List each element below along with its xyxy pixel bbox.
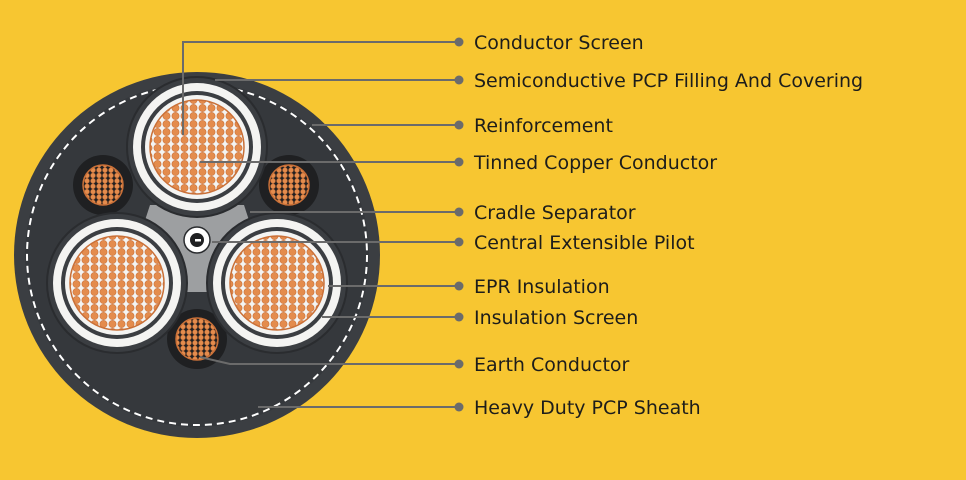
label-conductor-screen: Conductor Screen [474,32,644,54]
leader-dot-cradle-separator [454,207,464,217]
leader-dot-epr-insulation [454,281,464,291]
leader-conductor-screen [182,41,459,135]
leader-dot-earth-conductor [454,359,464,369]
label-earth-conductor: Earth Conductor [474,354,630,376]
earth-conductor-left [73,155,133,215]
power-core-left [46,212,188,354]
label-heavy-duty-pcp-sheath: Heavy Duty PCP Sheath [474,397,701,419]
earth-conductor-bottom [167,309,227,369]
leader-dot-reinforcement [454,120,464,130]
label-tinned-copper-conductor: Tinned Copper Conductor [473,152,717,174]
label-epr-insulation: EPR Insulation [474,276,610,298]
leader-earth-conductor [199,356,459,365]
reinforcement-ring [26,84,368,426]
earth-conductor-right [259,155,319,215]
leader-dot-heavy-duty-pcp-sheath [454,402,464,412]
label-reinforcement: Reinforcement [474,115,613,137]
leader-dot-tinned-copper-conductor [454,157,464,167]
leader-dot-insulation-screen [454,312,464,322]
central-extensible-pilot [183,226,211,254]
leader-dot-conductor-screen [454,37,464,47]
label-central-extensible-pilot: Central Extensible Pilot [474,232,695,254]
leader-dot-semiconductive-filling [454,75,464,85]
label-cradle-separator: Cradle Separator [474,202,636,224]
leader-lines [182,37,464,412]
label-insulation-screen: Insulation Screen [474,307,638,329]
leader-dot-central-extensible-pilot [454,237,464,247]
power-core-top [126,76,268,218]
power-core-right [206,212,348,354]
label-semiconductive-filling: Semiconductive PCP Filling And Covering [474,70,863,92]
